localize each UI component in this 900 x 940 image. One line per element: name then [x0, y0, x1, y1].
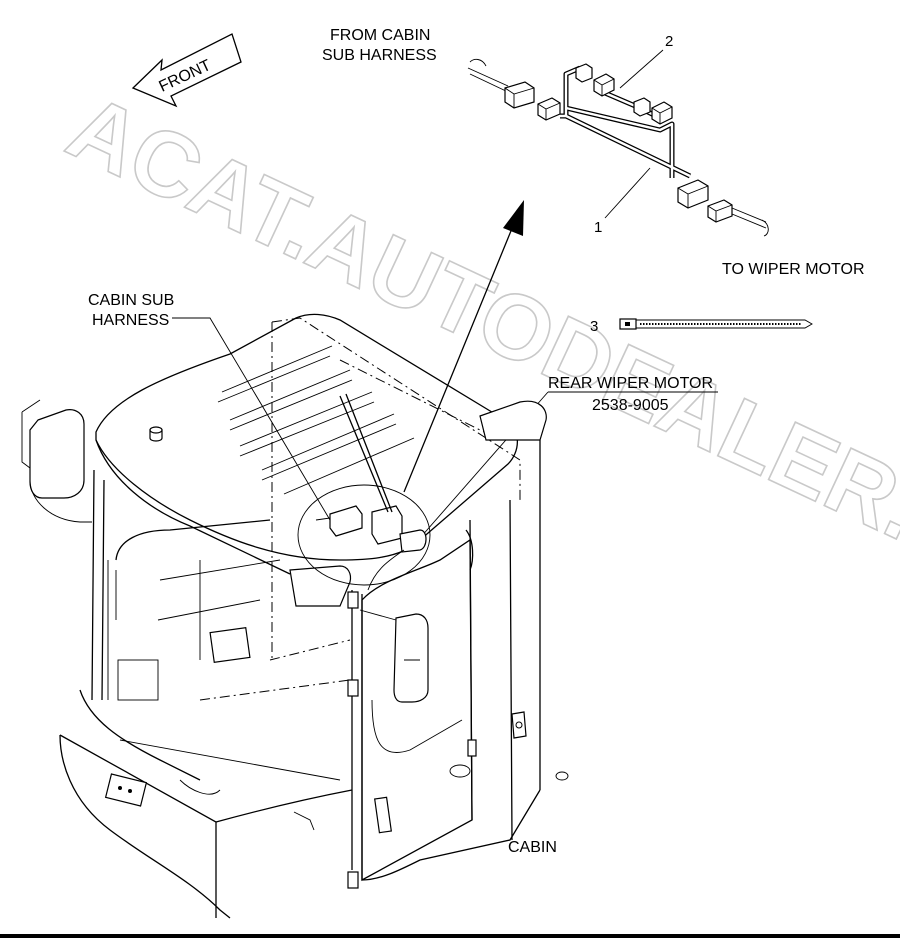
callout-1: 1: [594, 219, 602, 236]
part-number-label: 2538-9005: [592, 397, 669, 414]
from-cabin-label-line1: FROM CABIN: [330, 27, 430, 44]
rear-wiper-motor-label: REAR WIPER MOTOR: [548, 375, 713, 392]
wiper-harness-detail: [467, 58, 769, 237]
connector-icon: [677, 179, 709, 209]
watermark-text: ACAT.AUTODEALER.RU: [54, 76, 900, 616]
connector-icon: [633, 97, 651, 117]
cabin-illustration: [21, 313, 569, 919]
connector-icon: [707, 199, 733, 223]
connector-icon: [504, 81, 535, 109]
cabin-sub-harness-label-line2: HARNESS: [92, 312, 169, 329]
connector-icon: [575, 63, 593, 83]
connector-icon: [593, 73, 615, 97]
from-cabin-label-line2: SUB HARNESS: [322, 47, 437, 64]
front-arrow-icon: [131, 33, 242, 108]
connector-icon: [537, 97, 561, 121]
wiper-motor-icon: [339, 393, 427, 553]
callout-2: 2: [665, 33, 673, 50]
cabin-sub-harness-label-line1: CABIN SUB: [88, 292, 174, 309]
callout-3: 3: [590, 318, 598, 335]
cable-tie-icon: [619, 318, 813, 330]
to-wiper-motor-label: TO WIPER MOTOR: [722, 261, 865, 278]
connector-icon: [651, 101, 673, 125]
cabin-label: CABIN: [508, 839, 557, 856]
connector-icon: [315, 505, 363, 537]
